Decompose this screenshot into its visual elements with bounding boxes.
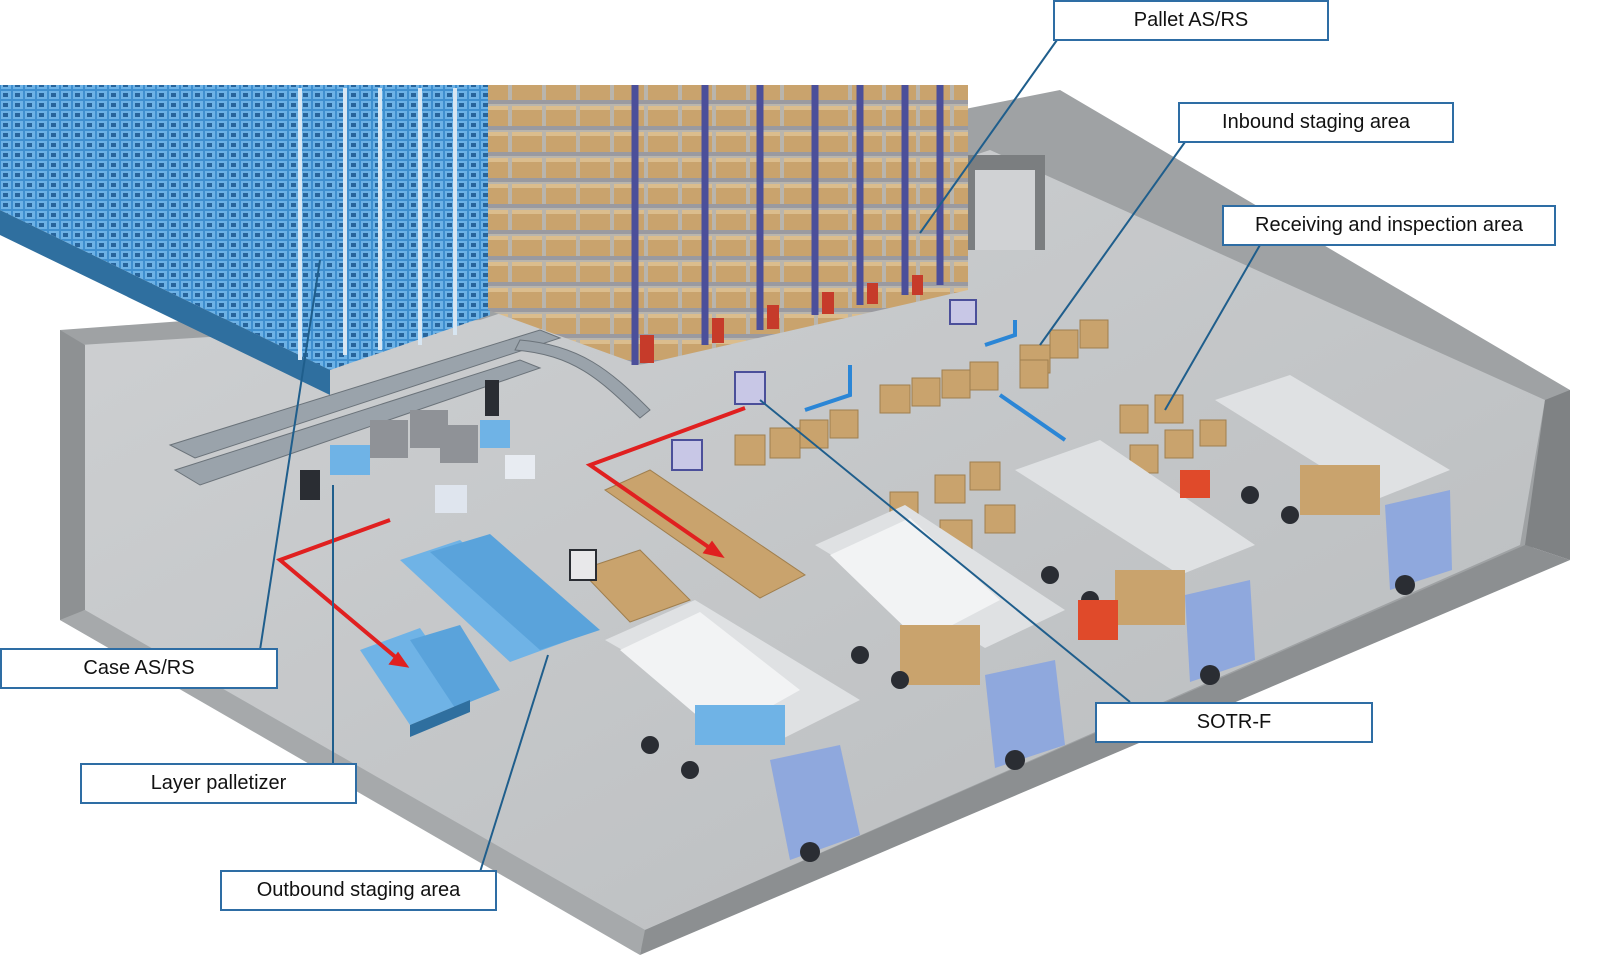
pallet-asrs-label: Pallet AS/RS: [1053, 0, 1329, 41]
outbound-carton-rows: [579, 469, 806, 623]
truck-1: [605, 600, 860, 862]
pallet-asrs-cranes: [631, 85, 944, 365]
layer-palletizer-area: [300, 380, 535, 513]
right-wall: [1525, 390, 1570, 560]
warehouse-floor: [80, 150, 1545, 930]
truck-4: [1215, 375, 1452, 595]
receiving-inspection-area-label: Receiving and inspection area: [1222, 205, 1556, 246]
agv-vehicles: [569, 299, 977, 581]
trucks: [605, 375, 1452, 862]
left-wall: [60, 330, 85, 620]
truck-2: [815, 505, 1065, 770]
front-right-wall: [640, 545, 1570, 955]
inbound-staging-area-label: Inbound staging area: [1178, 102, 1454, 143]
outbound-flow-arrows: [276, 406, 746, 668]
forklifts: [1078, 470, 1210, 640]
sotr-f-label: SOTR-F: [1095, 702, 1373, 743]
pallet-asrs-crane-bases: [640, 275, 923, 363]
case-asrs-aisle-columns: [298, 88, 457, 360]
outbound-staging-totes: [360, 534, 600, 737]
pallet-asrs-block: [488, 85, 968, 365]
conveyor-lines: [168, 329, 651, 486]
layer-palletizer-label: Layer palletizer: [80, 763, 357, 804]
outbound-staging-area-label: Outbound staging area: [220, 870, 497, 911]
case-asrs-label: Case AS/RS: [0, 648, 278, 689]
inbound-flow-arrows: [804, 320, 1067, 442]
case-asrs-block: [0, 85, 490, 395]
callout-leader-lines: [259, 39, 1261, 873]
right-door-opening: [975, 170, 1035, 250]
inbound-pallets: [734, 319, 1227, 551]
